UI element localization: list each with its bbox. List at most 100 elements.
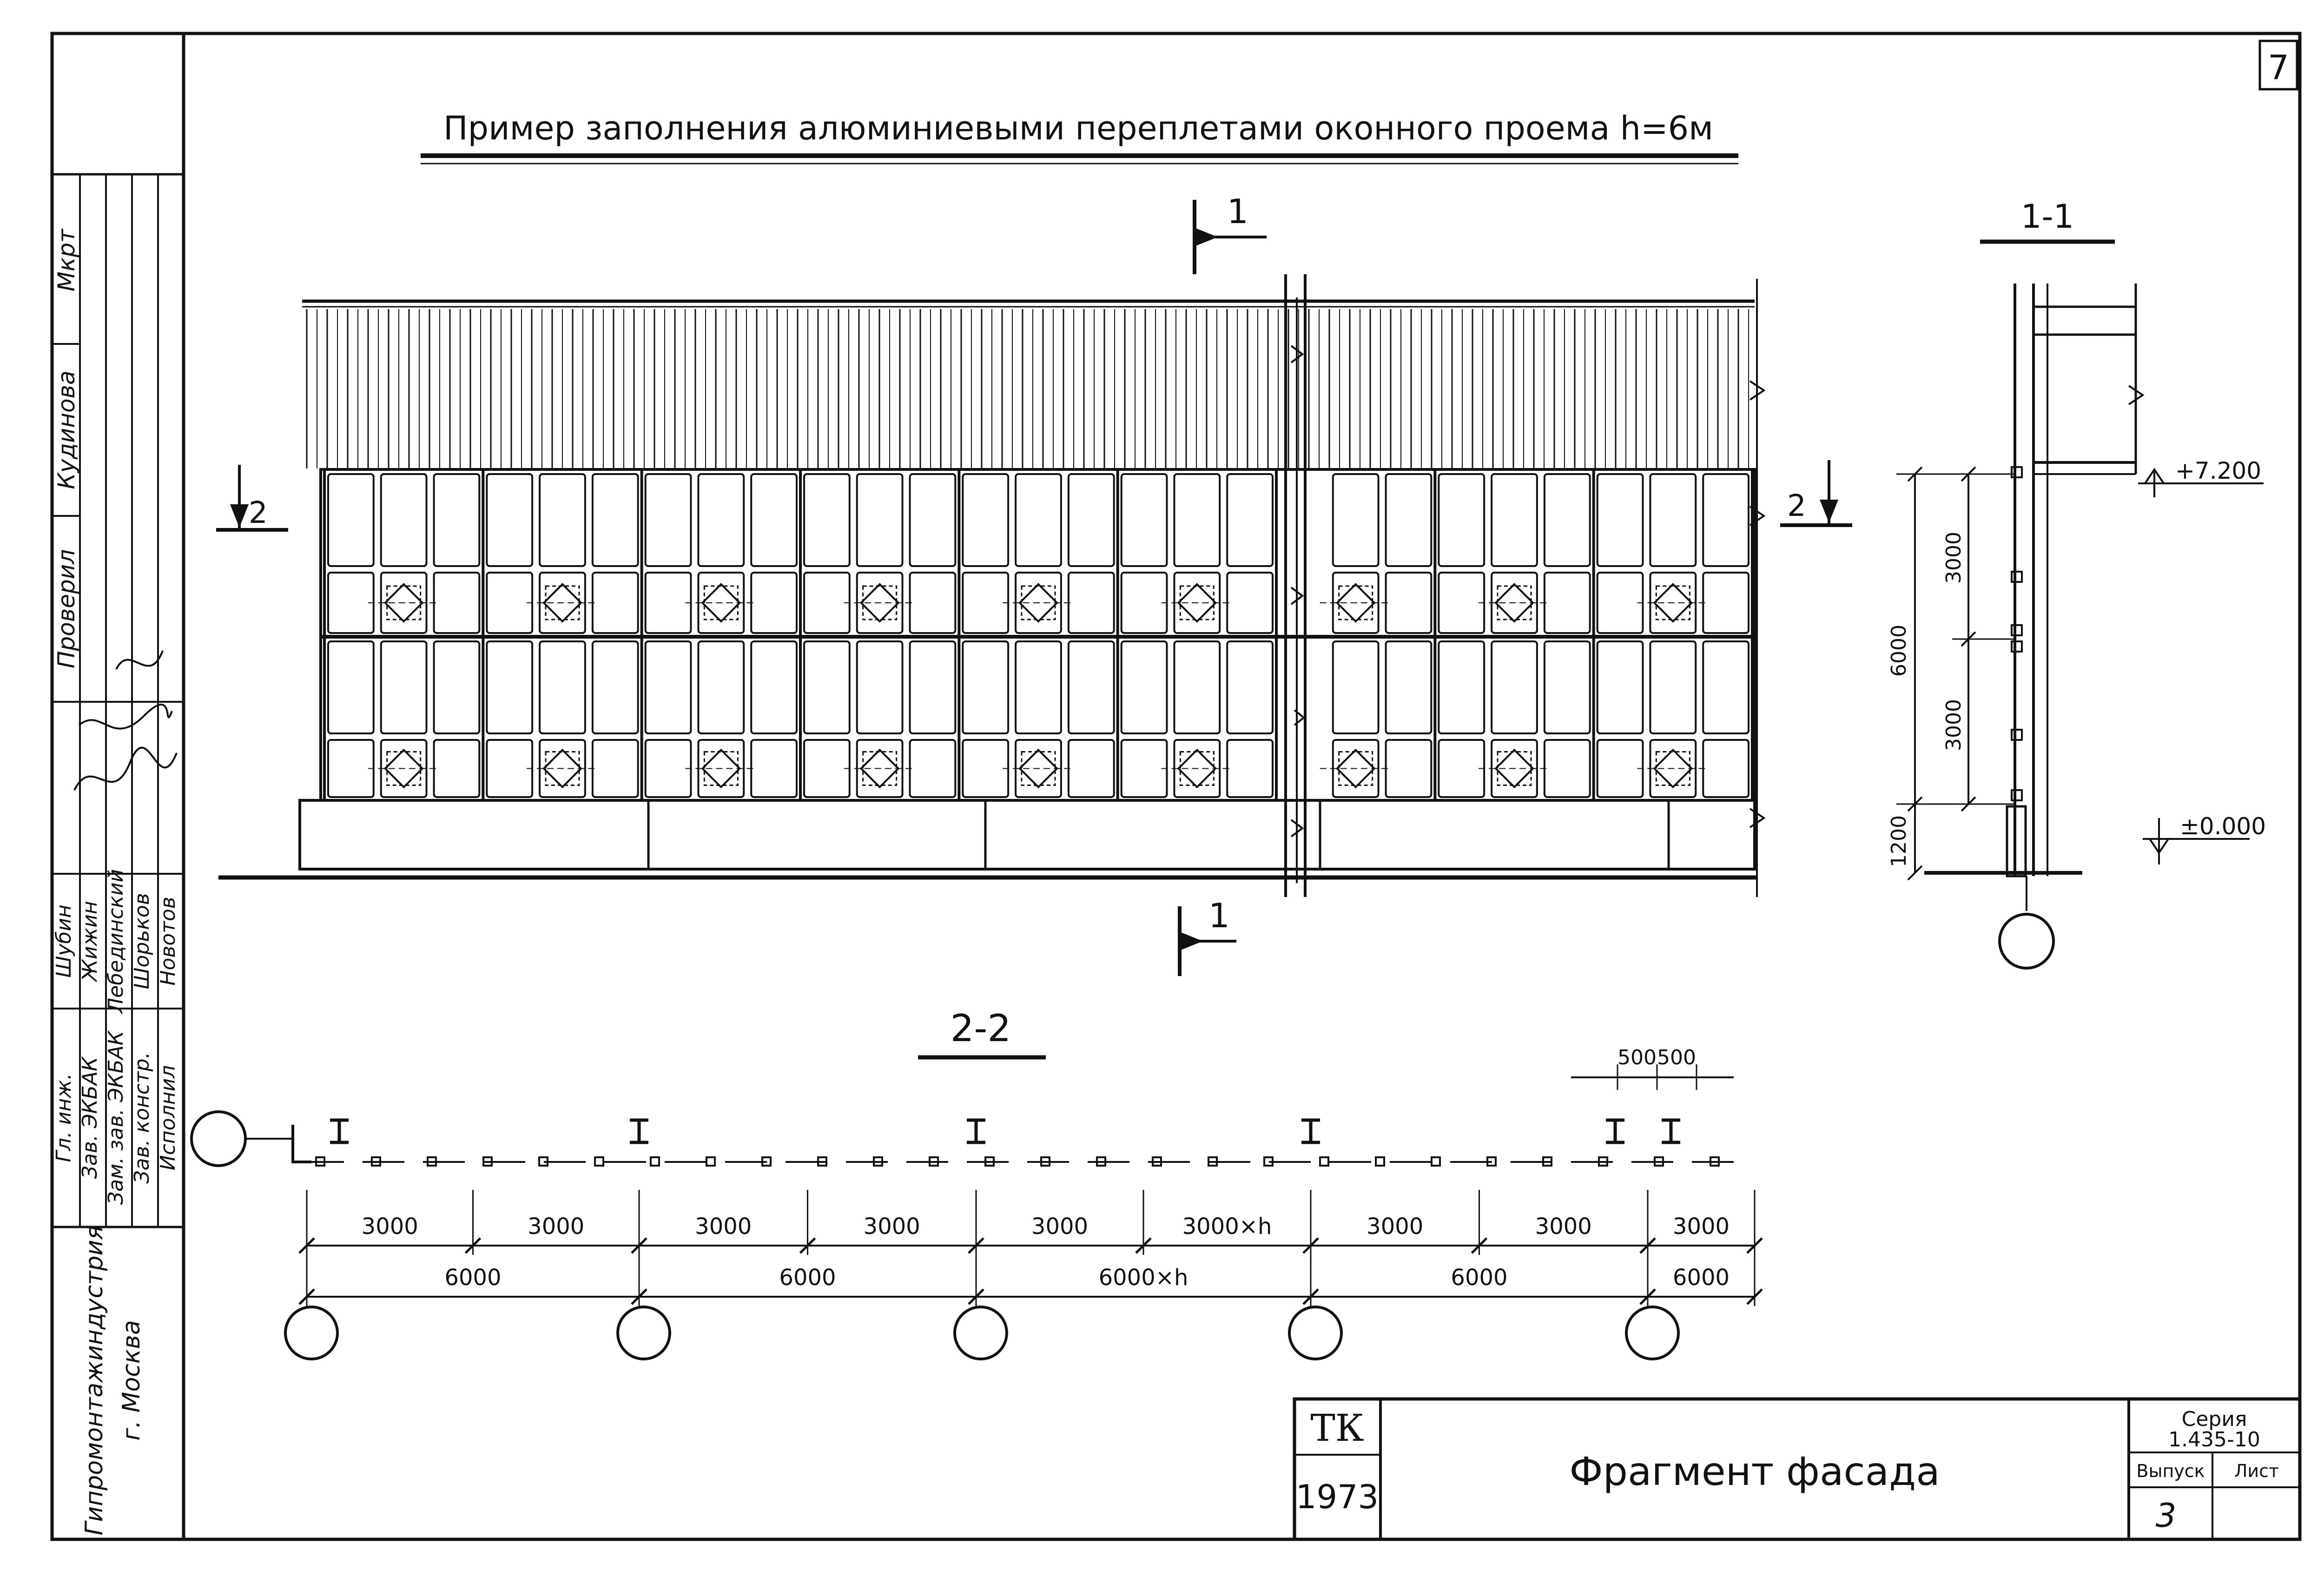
- axis-bubble: [284, 1306, 339, 1360]
- window-pane: [1120, 640, 1168, 734]
- vent-diamond: [1018, 583, 1058, 623]
- window-pane: [1173, 640, 1221, 734]
- tb-issue-value: 3: [2156, 1497, 2177, 1535]
- i-beam-column: [330, 1118, 349, 1144]
- window-pane: [1491, 473, 1538, 567]
- tb-year: 1973: [1296, 1478, 1379, 1516]
- window-pane: [1067, 572, 1115, 634]
- section-1-1: 1-1 6000 3000 3000 120: [1887, 198, 2266, 970]
- dim-6000: 6000: [1451, 1265, 1507, 1291]
- tb-code: ТК: [1310, 1406, 1364, 1450]
- window-pane: [486, 739, 534, 798]
- elev-top: +7.200: [2175, 457, 2261, 484]
- window-pane: [803, 739, 851, 798]
- tb-issue-label: Выпуск: [2136, 1461, 2205, 1481]
- window-pane: [644, 739, 692, 798]
- window-pane: [486, 640, 534, 734]
- window-pane: [327, 739, 375, 798]
- stamp-checked-name: Кудинова: [53, 370, 80, 489]
- window-pane: [591, 473, 639, 567]
- vent-diamond: [859, 748, 900, 789]
- tb-series-label: Серия: [2182, 1407, 2247, 1431]
- cut-mark-2-left: 2: [249, 496, 268, 530]
- window-pane: [1596, 739, 1644, 798]
- corrugated-wall-panel: [306, 309, 1749, 468]
- axis-bubble: [1288, 1306, 1343, 1360]
- window-pane: [1491, 640, 1538, 734]
- stamp-name: Шорьков: [130, 893, 154, 989]
- window-pane: [909, 572, 957, 634]
- window-pane: [1226, 739, 1274, 798]
- window-pane: [1067, 473, 1115, 567]
- window-pane: [1120, 739, 1168, 798]
- cut-mark-1-bottom: 1: [1208, 896, 1230, 935]
- vent-diamond: [1494, 748, 1534, 789]
- vent-diamond: [383, 748, 424, 789]
- window-pane: [1702, 739, 1750, 798]
- vent-diamond: [1653, 748, 1693, 789]
- stamp-role: Зав. ЭКБАК: [78, 1056, 102, 1179]
- dim-3000: 3000: [362, 1214, 418, 1240]
- stamp-checked-name: Мкрт: [53, 228, 80, 291]
- dim-lower: 3000: [1942, 699, 1966, 751]
- window-pane: [1226, 473, 1274, 567]
- window-pane: [1226, 640, 1274, 734]
- axis-bubble-section: [1998, 913, 2055, 970]
- axis-bubble: [616, 1306, 671, 1360]
- window-pane: [1120, 572, 1168, 634]
- window-pane: [697, 640, 745, 734]
- window-pane: [1702, 473, 1750, 567]
- tb-series-value: 1.435-10: [2168, 1428, 2260, 1451]
- window-pane: [591, 640, 639, 734]
- signature-scribbles: [73, 650, 178, 791]
- grid-axes: [284, 1306, 1680, 1360]
- stamp-checked-label: Проверил: [53, 549, 80, 668]
- vent-diamond: [542, 583, 582, 623]
- vent-diamond: [1018, 748, 1058, 789]
- i-beam-column: [967, 1118, 985, 1144]
- window-pane: [1596, 473, 1644, 567]
- window-pane: [644, 572, 692, 634]
- window-pane: [591, 739, 639, 798]
- window-pane: [1543, 572, 1591, 634]
- facade-elevation: [218, 274, 1766, 897]
- dim-3000: 3000: [1535, 1214, 1592, 1240]
- sash-nodes: [2011, 466, 2023, 801]
- window-sash-grid: [323, 469, 1754, 800]
- window-pane: [433, 640, 481, 734]
- elev-ground: ±0.000: [2180, 813, 2266, 840]
- window-pane: [856, 473, 904, 567]
- dim-6000: 6000×h: [1099, 1265, 1188, 1291]
- window-pane: [962, 640, 1010, 734]
- section-1-1-label: 1-1: [2021, 198, 2074, 236]
- stamp-name: Лебединский: [104, 869, 128, 1014]
- window-pane: [909, 473, 957, 567]
- window-pane: [1015, 640, 1062, 734]
- vent-diamond: [1177, 583, 1217, 623]
- dim-3000: 3000: [864, 1214, 920, 1240]
- vent-diamond: [383, 583, 424, 623]
- window-pane: [1438, 473, 1486, 567]
- window-pane: [1649, 640, 1697, 734]
- window-pane: [1385, 473, 1433, 567]
- dim-6000: 6000: [444, 1265, 501, 1291]
- window-pane: [327, 572, 375, 634]
- dim-6000: 6000: [779, 1265, 836, 1291]
- window-pane: [1067, 739, 1115, 798]
- window-pane: [1385, 640, 1433, 734]
- i-beam-column: [630, 1118, 648, 1144]
- dim-3000: 3000×h: [1182, 1214, 1272, 1240]
- vent-diamond: [701, 748, 741, 789]
- window-pane: [1702, 572, 1750, 634]
- window-pane: [433, 739, 481, 798]
- steel-columns: [291, 1118, 1680, 1163]
- window-pane: [433, 473, 481, 567]
- dim-3000: 3000: [695, 1214, 752, 1240]
- axis-bubble: [953, 1306, 1008, 1360]
- stamp-role: Зав. констр.: [130, 1052, 154, 1183]
- dim-3000: 3000: [1367, 1214, 1423, 1240]
- window-pane: [327, 640, 375, 734]
